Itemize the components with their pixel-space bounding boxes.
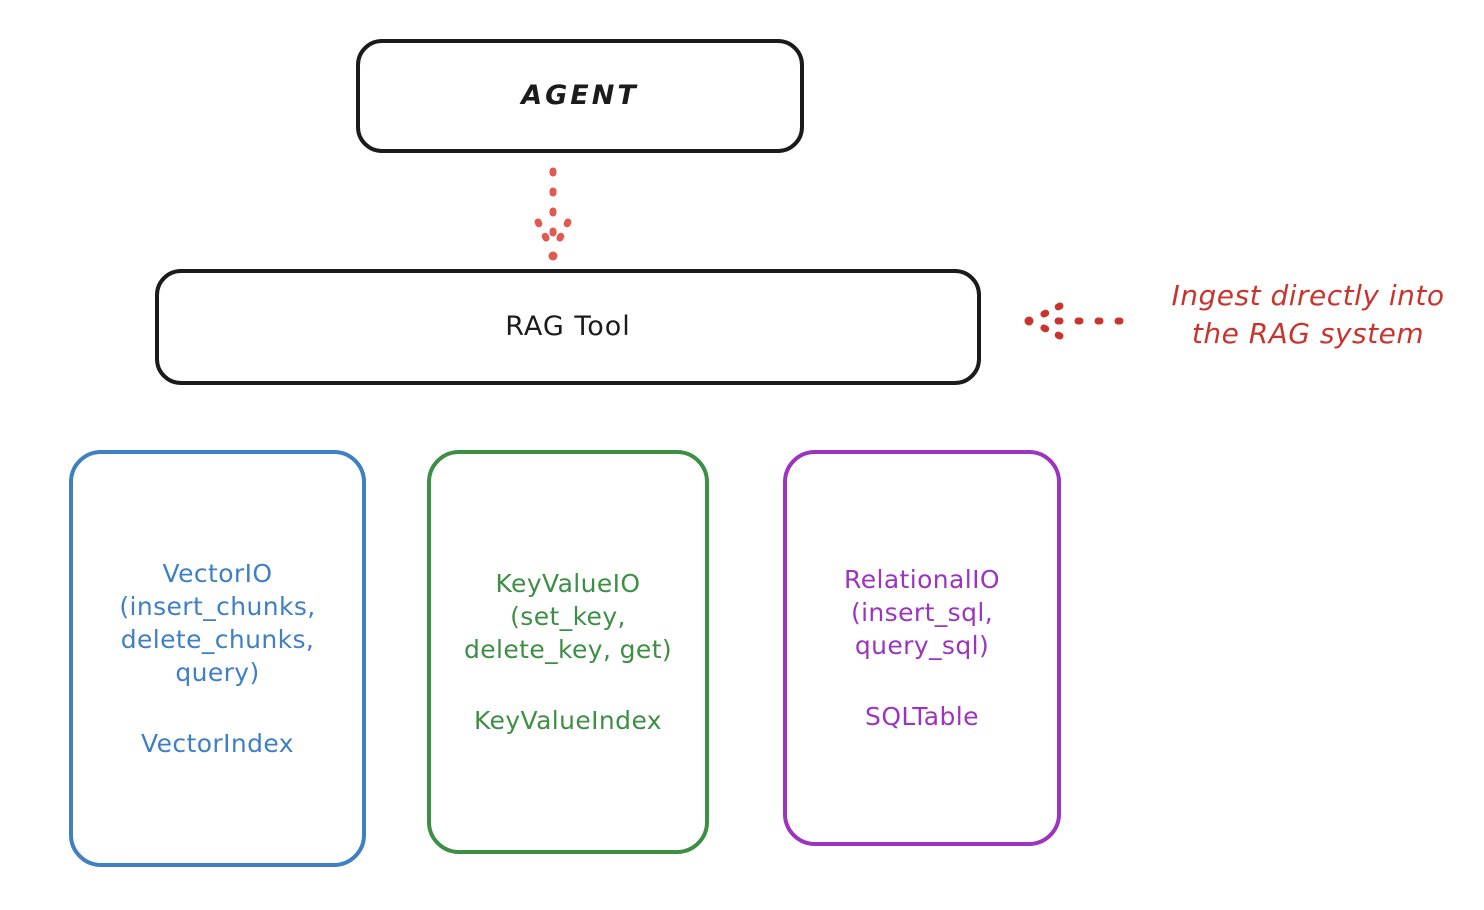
node-vector-io-sublabel: VectorIndex xyxy=(141,729,294,758)
node-vector-io-label: VectorIO (insert_chunks, delete_chunks, … xyxy=(119,559,316,687)
node-vector-io[interactable]: VectorIO (insert_chunks, delete_chunks, … xyxy=(69,450,366,867)
node-key-value-io-label: KeyValueIO (set_key, delete_key, get) xyxy=(463,569,673,664)
node-agent-label: AGENT xyxy=(521,80,639,112)
arrow-agent-to-rag-tool-icon xyxy=(534,167,572,261)
node-rag-tool[interactable]: RAG Tool xyxy=(155,269,981,385)
node-rag-tool-label: RAG Tool xyxy=(505,311,631,343)
arrow-ingest-to-rag-tool-icon xyxy=(1024,302,1124,340)
node-relational-io[interactable]: RelationalIO (insert_sql, query_sql) SQL… xyxy=(783,450,1061,846)
node-key-value-io[interactable]: KeyValueIO (set_key, delete_key, get) Ke… xyxy=(427,450,709,854)
node-relational-io-sublabel: SQLTable xyxy=(865,702,979,731)
node-agent[interactable]: AGENT xyxy=(356,39,804,153)
node-key-value-io-sublabel: KeyValueIndex xyxy=(473,706,662,735)
node-relational-io-label: RelationalIO (insert_sql, query_sql) xyxy=(844,565,1000,660)
ingest-annotation-text: Ingest directly into the RAG system xyxy=(1171,279,1445,350)
